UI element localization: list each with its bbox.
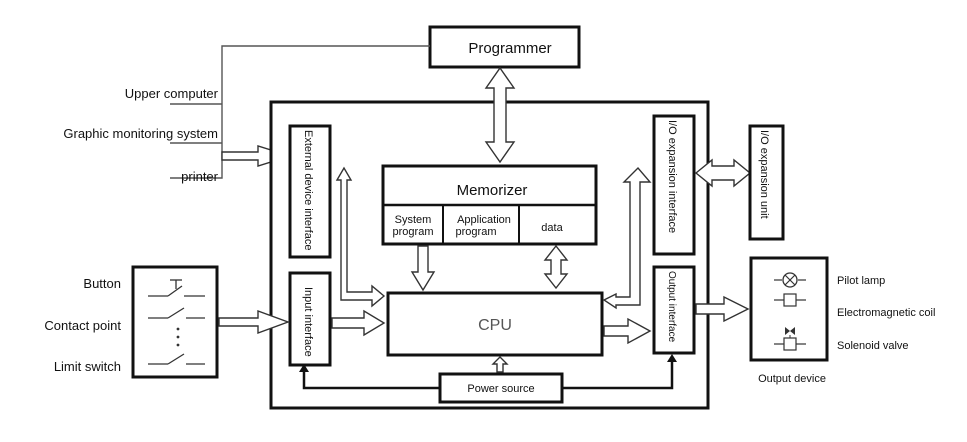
power-output-arrowhead <box>667 354 677 362</box>
memorizer-title: Memorizer <box>457 182 528 199</box>
limit-switch-icon <box>148 353 205 365</box>
graphic-monitoring-label: Graphic monitoring system <box>63 126 218 141</box>
power-input-arrowhead <box>299 364 309 372</box>
push-button-icon <box>148 279 205 297</box>
external-interface-label: External device interface <box>302 130 314 250</box>
power-source-box <box>438 372 564 404</box>
application-program-label-1: Application <box>457 214 511 226</box>
button-label: Button <box>83 276 121 291</box>
upper-computer-label: Upper computer <box>125 86 219 101</box>
cpu-output-arrow <box>603 317 652 345</box>
programmer-box <box>428 25 581 69</box>
power-output-line <box>562 360 674 390</box>
input-interface-box <box>288 271 332 367</box>
system-program-label-1: System <box>395 214 432 226</box>
input-cpu-arrow <box>331 309 386 337</box>
solenoid-valve-label: Solenoid valve <box>837 340 909 352</box>
external-cpu-arrow <box>335 166 386 308</box>
io-expansion-unit-box <box>748 124 785 241</box>
memorizer-cpu-arrow <box>410 245 436 292</box>
power-source-label: Power source <box>467 383 534 395</box>
pilot-lamp-icon <box>774 272 806 288</box>
io-expansion-interface-box <box>652 114 696 256</box>
power-input-line <box>302 370 440 390</box>
ellipsis-icon <box>176 327 180 347</box>
cpu-box <box>386 291 604 357</box>
programmer-memorizer-arrow <box>484 66 516 164</box>
switch-input-arrow <box>218 309 291 335</box>
contact-point-label: Contact point <box>44 318 121 333</box>
output-interface-label: Output interface <box>666 271 677 343</box>
contact-point-icon <box>148 307 205 319</box>
pilot-lamp-label: Pilot lamp <box>837 275 885 287</box>
output-device-arrow <box>695 295 750 323</box>
system-program-label-2: program <box>393 226 434 238</box>
solenoid-valve-icon <box>774 327 806 351</box>
programmer-label: Programmer <box>468 40 551 57</box>
switch-box <box>131 265 219 379</box>
output-interface-box <box>652 265 696 355</box>
data-cpu-arrow <box>543 244 569 290</box>
data-label: data <box>541 222 563 234</box>
cpu-io-expansion-arrow <box>602 166 652 310</box>
limit-switch-label: Limit switch <box>54 359 121 374</box>
io-expansion-interface-label: I/O expansion interface <box>666 120 678 233</box>
input-interface-label: Input interface <box>302 287 314 357</box>
cpu-label: CPU <box>478 317 512 334</box>
application-program-label-2: program <box>456 226 497 238</box>
electromagnetic-coil-icon <box>774 293 806 307</box>
programmer-connector <box>170 45 430 179</box>
output-device-caption: Output device <box>758 373 826 385</box>
printer-label: printer <box>181 169 219 184</box>
external-interface-box <box>288 124 332 259</box>
io-expansion-unit-label: I/O expansion unit <box>758 130 770 219</box>
power-cpu-arrow <box>491 356 509 373</box>
electromagnetic-coil-label: Electromagnetic coil <box>837 307 935 319</box>
